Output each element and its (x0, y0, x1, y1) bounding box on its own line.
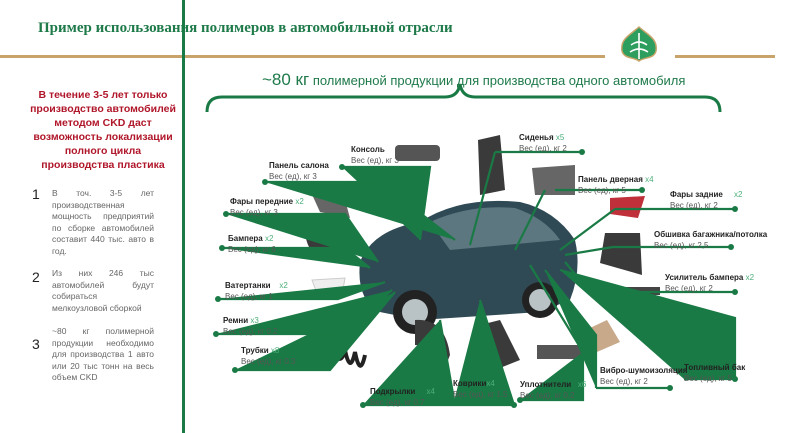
part-weight: Вес (ед), кг 2 (519, 144, 567, 153)
part-qty: x3 (250, 316, 259, 325)
page-title: Пример использования полимеров в автомоб… (38, 20, 453, 36)
gold-divider-left (0, 55, 605, 58)
part-name: Сиденья (519, 133, 554, 142)
part-qty: x4 (486, 379, 495, 388)
console-image (395, 145, 440, 161)
vertical-divider (182, 0, 185, 433)
part-name: Уплотнители (520, 380, 572, 389)
part-weight: Вес (ед), кг 2 (670, 201, 718, 210)
part-qty: x8 (270, 346, 280, 355)
part-weight: Вес (ед), кг 3 (230, 208, 278, 217)
part-qty: x2 (279, 281, 288, 290)
brace (205, 83, 722, 113)
part-name: Вибро-шумоизоляция (600, 366, 688, 375)
part-qty: x4 (645, 175, 654, 184)
part-weight: Вес (ед), кг 0.2 (520, 391, 575, 400)
part-name: Подкрылки (370, 387, 416, 396)
part-weight: Вес (ед), кг 5 (578, 186, 626, 195)
point-number: 3 (32, 336, 40, 352)
part-name: Трубки (241, 346, 269, 355)
highlight-text: В течение 3-5 лет только производство ав… (30, 89, 176, 171)
part-qty: x2 (295, 197, 304, 206)
part-weight: Вес (ед), кг 3 (351, 156, 399, 165)
part-qty: x2 (733, 190, 743, 199)
logo (618, 25, 660, 63)
part-weight: Вес (ед), кг 0.3 (241, 357, 296, 366)
part-name: Консоль (351, 145, 385, 154)
part-name: Усилитель бампера (665, 273, 744, 282)
part-weight: Вес (ед), кг 2 (665, 284, 713, 293)
part-name: Панель дверная (578, 175, 643, 184)
part-weight: Вес (ед), кг 1 (225, 292, 273, 301)
point-text: ~80 кг полимерной продукции необходимо д… (52, 326, 154, 382)
part-name: Фары задние (670, 190, 723, 199)
part-weight: Вес (ед), кг 0.7 (370, 398, 425, 407)
part-weight: Вес (ед), кг 2,5 (654, 241, 709, 250)
part-qty: x2 (745, 273, 755, 282)
point-number: 2 (32, 269, 40, 285)
part-name: Панель салона (269, 161, 329, 170)
point-number: 1 (32, 186, 40, 202)
headline-amount: ~80 кг (262, 70, 310, 89)
headline: ~80 кг полимерной продукции для производ… (262, 70, 685, 90)
part-weight: Вес (ед), кг 3 (269, 172, 317, 181)
car-image (359, 200, 578, 334)
point-text: В точ. 3-5 лет производственная мощность… (52, 188, 154, 256)
part-qty: x4 (426, 387, 435, 396)
point-text: Из них 246 тыс автомобилей будут собират… (52, 268, 154, 313)
part-weight: Вес (ед), кг 2 (600, 377, 648, 386)
part-name: Фары передние (230, 197, 294, 206)
gold-divider-right (675, 55, 775, 58)
part-name: Ремни (223, 316, 249, 325)
part-qty: x5 (555, 133, 565, 142)
taillight-image (610, 196, 645, 218)
part-name: Обшивка багажника/потолка (654, 230, 768, 239)
part-qty: x2 (264, 234, 274, 243)
part-weight: Вес (ед), кг 5 (684, 374, 732, 383)
door-panel-image (532, 165, 575, 195)
seals-image (537, 345, 587, 359)
headline-text: полимерной продукции для производства од… (309, 73, 686, 88)
part-weight: Вес (ед), кг 6 (228, 245, 276, 254)
part-name: Коврики (453, 379, 487, 388)
part-name: Топливный бак (684, 363, 746, 372)
trunk-lining-image (600, 233, 642, 275)
part-qty: x6 (577, 380, 587, 389)
part-name: Бампера (228, 234, 263, 243)
part-weight: Вес (ед), кг 0.2 (223, 327, 278, 336)
part-weight: Вес (ед), кг 1.5 (453, 390, 508, 399)
part-name: Ватертанки (225, 281, 271, 290)
